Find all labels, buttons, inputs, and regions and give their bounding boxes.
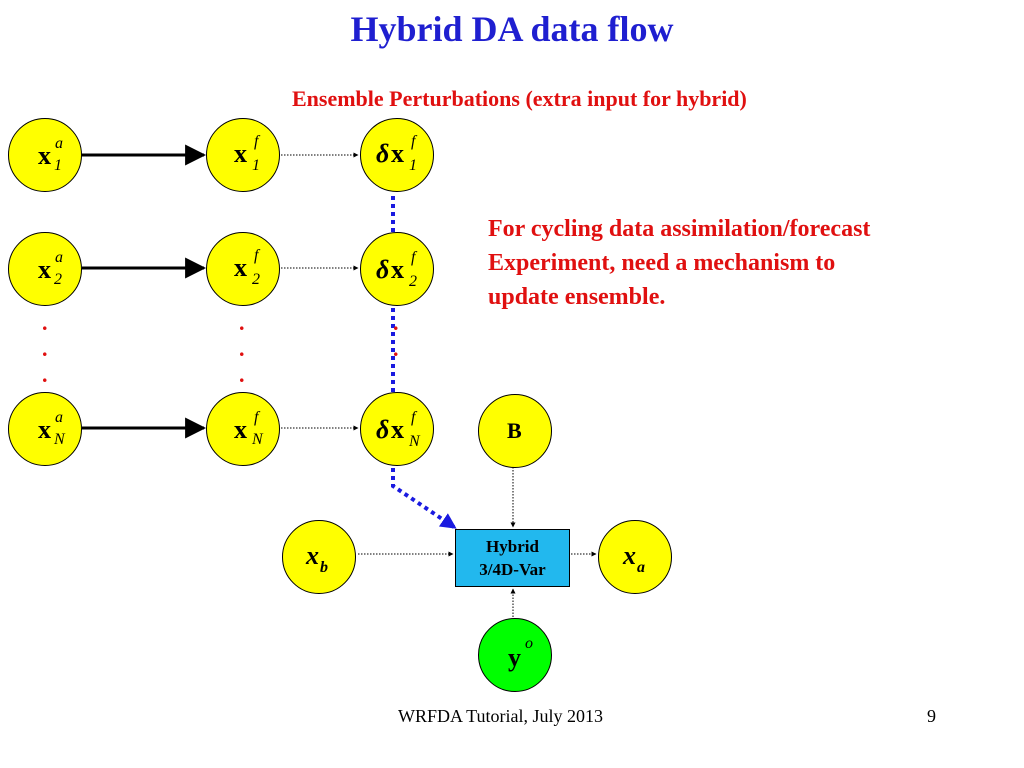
note-line-2: Experiment, need a mechanism to [488, 250, 836, 276]
node-symbol: x [234, 415, 247, 444]
ellipsis-dot: . [239, 362, 245, 387]
ellipsis-dot: . [239, 310, 245, 335]
node-analysis-state: x a [598, 520, 672, 594]
ellipsis-dot: . [42, 310, 48, 335]
node-analysis-n: x a N [8, 392, 82, 466]
node-subscript: 1 [252, 157, 260, 174]
node-delta: δ [376, 139, 390, 168]
node-label: B [507, 418, 522, 443]
node-superscript: o [525, 635, 533, 652]
node-subscript: b [320, 559, 328, 576]
ellipsis-dot: . [42, 362, 48, 387]
node-subscript: 2 [409, 273, 417, 290]
node-analysis-1: x a 1 [8, 118, 82, 192]
node-symbol: x [391, 255, 404, 284]
ellipsis-dot: . [239, 336, 245, 361]
node-symbol: x [38, 141, 51, 170]
node-observations: y o [478, 618, 552, 692]
node-perturbation-2: δ x f 2 [360, 232, 434, 306]
node-symbol: x [234, 253, 247, 282]
node-forecast-2: x f 2 [206, 232, 280, 306]
hybrid-3d4dvar-box: Hybrid 3/4D-Var [455, 529, 570, 587]
node-symbol: x [38, 255, 51, 284]
node-forecast-1: x f 1 [206, 118, 280, 192]
node-superscript: a [55, 249, 63, 266]
node-symbol: y [508, 643, 521, 672]
node-superscript: a [55, 135, 63, 152]
note-line-1: For cycling data assimilation/forecast [488, 216, 871, 242]
node-forecast-n: x f N [206, 392, 280, 466]
node-subscript: 1 [54, 157, 62, 174]
node-subscript: 1 [409, 157, 417, 174]
ellipsis-dot: . [42, 336, 48, 361]
node-analysis-2: x a 2 [8, 232, 82, 306]
node-delta: δ [376, 415, 390, 444]
node-perturbation-1: δ x f 1 [360, 118, 434, 192]
node-subscript: 2 [54, 271, 62, 288]
note-line-3: update ensemble. [488, 284, 666, 310]
page-number: 9 [927, 706, 936, 726]
node-symbol: x [391, 415, 404, 444]
footer-text: WRFDA Tutorial, July 2013 [398, 706, 604, 726]
ellipsis-analysis: . . . [42, 310, 48, 387]
node-superscript: f [411, 133, 416, 150]
node-subscript: N [252, 431, 263, 448]
ellipsis-perturbation: . . [393, 310, 399, 361]
note-text: For cycling data assimilation/forecast E… [488, 212, 968, 314]
node-background-covariance: B [478, 394, 552, 468]
node-subscript: a [637, 559, 645, 576]
slide-title: Hybrid DA data flow [350, 9, 674, 49]
node-delta: δ [376, 255, 390, 284]
node-symbol: x [38, 415, 51, 444]
node-subscript: N [54, 431, 65, 448]
node-subscript: 2 [252, 271, 260, 288]
node-superscript: f [411, 409, 416, 426]
node-superscript: a [55, 409, 63, 426]
subtitle: Ensemble Perturbations (extra input for … [292, 86, 747, 111]
node-symbol: x [234, 139, 247, 168]
node-superscript: f [254, 409, 259, 426]
hybrid-box-line-2: 3/4D-Var [479, 560, 546, 579]
ellipsis-dot: . [393, 336, 399, 361]
node-superscript: f [254, 133, 259, 150]
node-superscript: f [254, 247, 259, 264]
node-symbol: x [623, 541, 636, 570]
ellipsis-forecast: . . . [239, 310, 245, 387]
node-symbol: x [391, 139, 404, 168]
hybrid-box-line-1: Hybrid [486, 537, 539, 556]
ellipsis-dot: . [393, 310, 399, 335]
node-perturbation-n: δ x f N [360, 392, 434, 466]
node-background-state: x b [282, 520, 356, 594]
node-symbol: x [306, 541, 319, 570]
node-subscript: N [409, 433, 420, 450]
node-superscript: f [411, 249, 416, 266]
